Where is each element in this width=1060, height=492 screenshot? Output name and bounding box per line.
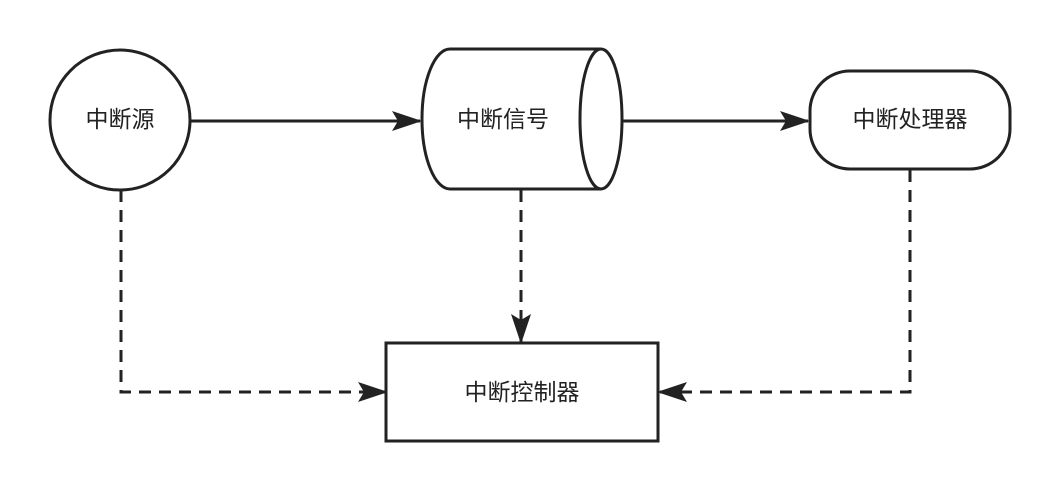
node-interrupt-handler-label: 中断处理器 — [853, 107, 968, 133]
node-interrupt-controller-shape — [384, 341, 660, 443]
node-interrupt-controller: 中断控制器 — [384, 341, 660, 443]
node-interrupt-source: 中断源 — [48, 48, 192, 192]
node-interrupt-source-shape — [48, 48, 192, 192]
node-interrupt-handler: 中断处理器 — [808, 69, 1012, 171]
edge-handler-to-controller — [657, 170, 912, 402]
node-interrupt-source-label: 中断源 — [86, 107, 155, 133]
node-interrupt-signal: 中断信号 — [420, 47, 624, 191]
node-interrupt-handler-shape — [808, 69, 1012, 171]
node-interrupt-controller-label: 中断控制器 — [465, 380, 580, 406]
node-interrupt-signal-inner-arc — [578, 47, 602, 191]
edge-source-to-controller — [119, 190, 388, 402]
node-interrupt-signal-label: 中断信号 — [457, 107, 549, 133]
